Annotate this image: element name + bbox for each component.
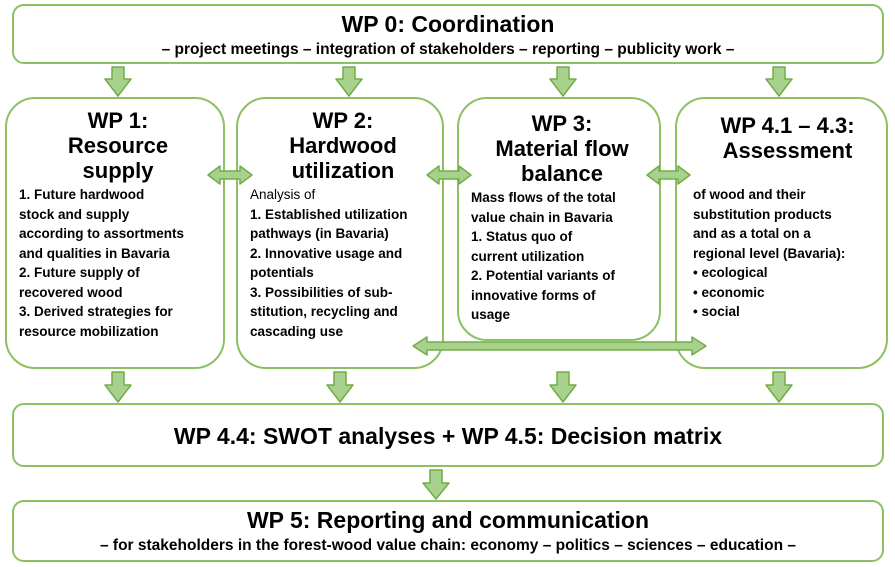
wp4-title-line: Assessment (722, 138, 853, 163)
wp3-item: value chain in Bavaria (471, 209, 613, 225)
down-arrow-wp4-wp44 (765, 371, 793, 403)
wp3-item: 2. Potential variants of (471, 268, 616, 283)
down-arrow-wp0-wp1 (104, 66, 132, 97)
double-arrow-wp3-wp4 (646, 165, 691, 185)
wp2-title-line: utilization (291, 158, 395, 183)
wp0-title: WP 0: Coordination (341, 11, 555, 37)
wp1-item: 1. Future hardwood (19, 187, 145, 202)
wp3-items: Mass flows of the total value chain in B… (471, 188, 653, 325)
wp1-item: resource mobilization (19, 323, 159, 339)
wp3-box: WP 3: Material flow balance Mass flows o… (457, 97, 661, 341)
wp1-item: stock and supply (19, 206, 130, 222)
wp44-box: WP 4.4: SWOT analyses + WP 4.5: Decision… (12, 403, 884, 467)
wp2-intro: Analysis of (250, 187, 316, 202)
down-arrow-wp0-wp3 (549, 66, 577, 97)
wp2-item: potentials (250, 265, 314, 280)
down-arrow-wp1-wp44 (104, 371, 132, 403)
down-arrow-wp0-wp4 (765, 66, 793, 97)
wp3-title-line: Material flow (495, 136, 629, 161)
double-arrow-wp1-wp2 (207, 165, 253, 185)
wp4-item: of wood and their (693, 187, 806, 202)
wp4-item: • economic (693, 284, 765, 300)
wp5-title: WP 5: Reporting and communication (246, 507, 650, 533)
double-arrow-wp2-wp4 (412, 336, 707, 356)
wp5-box: WP 5: Reporting and communication – for … (12, 500, 884, 562)
wp3-title: WP 3: Material flow balance (471, 111, 653, 186)
wp5-subtitle: – for stakeholders in the forest-wood va… (100, 537, 796, 554)
wp1-item: 3. Derived strategies for (19, 304, 173, 319)
wp1-title: WP 1: Resource supply (19, 108, 217, 183)
wp2-items: Analysis of 1. Established utilization p… (250, 185, 436, 341)
wp1-item: according to assortments (19, 226, 185, 241)
down-arrow-wp0-wp2 (335, 66, 363, 97)
wp0-box: WP 0: Coordination – project meetings – … (12, 4, 884, 64)
wp44-title: WP 4.4: SWOT analyses + WP 4.5: Decision… (173, 423, 723, 449)
wp2-item: stitution, recycling and (250, 304, 398, 319)
wp1-item: recovered wood (19, 284, 123, 300)
wp0-subtitle: – project meetings – integration of stak… (161, 41, 735, 58)
wp4-item: regional level (Bavaria): (693, 245, 846, 261)
wp1-box: WP 1: Resource supply 1. Future hardwood… (5, 97, 225, 369)
wp3-title-line: WP 3: (531, 111, 593, 136)
wp4-title-line: WP 4.1 – 4.3: (720, 113, 855, 138)
wp2-title: WP 2: Hardwood utilization (250, 108, 436, 183)
wp2-item: 2. Innovative usage and (250, 245, 403, 261)
wp1-items: 1. Future hardwood stock and supply acco… (19, 185, 217, 341)
wp2-title-line: Hardwood (289, 133, 397, 158)
wp2-item: 3. Possibilities of sub- (250, 284, 393, 300)
wp4-item: and as a total on a (693, 226, 811, 241)
wp2-item: pathways (in Bavaria) (250, 226, 389, 241)
wp2-item: 1. Established utilization (250, 206, 408, 222)
wp3-item: current utilization (471, 248, 585, 264)
wp4-item: substitution products (693, 206, 832, 222)
double-arrow-wp2-wp3 (426, 165, 472, 185)
down-arrow-wp3-wp44 (549, 371, 577, 403)
wp4-title: WP 4.1 – 4.3: Assessment (693, 113, 882, 163)
wp1-title-line: WP 1: (87, 108, 149, 133)
wp3-item: innovative forms of (471, 287, 596, 303)
wp1-item: and qualities in Bavaria (19, 245, 170, 261)
wp3-item: Mass flows of the total (471, 190, 616, 205)
wp1-title-line: Resource (67, 133, 169, 158)
wp4-items: of wood and their substitution products … (693, 173, 882, 322)
wp2-item: cascading use (250, 323, 344, 339)
down-arrow-wp44-wp5 (422, 469, 450, 500)
down-arrow-wp2-wp44 (326, 371, 354, 403)
wp3-item: 1. Status quo of (471, 229, 573, 244)
wp3-item: usage (471, 307, 511, 322)
wp1-item: 2. Future supply of (19, 265, 140, 280)
wp2-box: WP 2: Hardwood utilization Analysis of 1… (236, 97, 444, 369)
wp2-title-line: WP 2: (312, 108, 374, 133)
wp3-title-line: balance (521, 161, 603, 186)
wp4-item: • ecological (693, 265, 768, 280)
wp4-box: WP 4.1 – 4.3: Assessment of wood and the… (675, 97, 888, 369)
wp4-item: • social (693, 304, 740, 319)
wp1-title-line: supply (82, 158, 154, 183)
